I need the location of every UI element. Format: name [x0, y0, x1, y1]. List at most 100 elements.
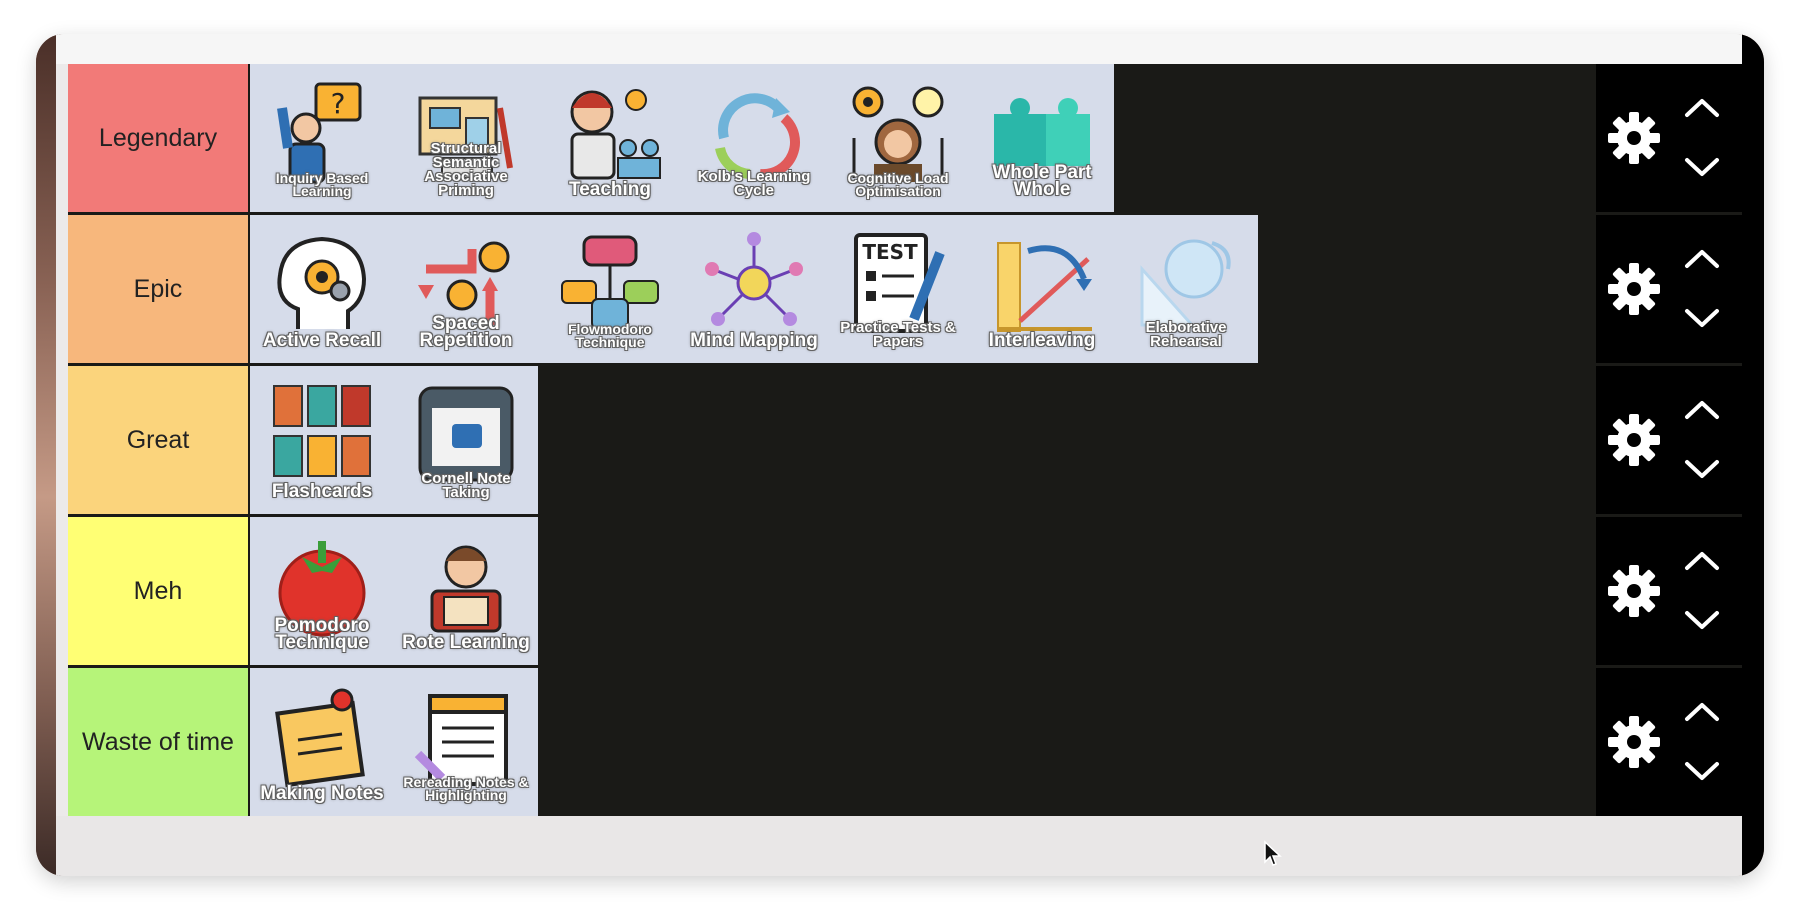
tier-label[interactable]: Meh — [68, 517, 250, 665]
page-header — [56, 34, 1742, 64]
tier-item-caption: Elaborative Rehearsal — [1145, 319, 1227, 350]
tier-item-making-notes[interactable]: Making Notes — [250, 668, 394, 816]
chevron-down-icon[interactable] — [1682, 605, 1722, 635]
tier-item-teaching[interactable]: Teaching — [538, 64, 682, 212]
rehearsal-icon — [1132, 229, 1240, 337]
tomato-icon — [268, 531, 376, 639]
tier-item-cornell-note-taking[interactable]: Cornell Note Taking — [394, 366, 538, 514]
gear-icon[interactable] — [1606, 563, 1662, 619]
chevron-down-icon[interactable] — [1682, 454, 1722, 484]
tier-item-spaced-repetition[interactable]: Spaced Repetition — [394, 215, 538, 363]
tier-item-mind-mapping[interactable]: Mind Mapping — [682, 215, 826, 363]
tier-items: Pomodoro Technique Rote Learning — [250, 517, 538, 665]
tier-item-caption: Teaching — [569, 179, 651, 200]
tier-drop-zone[interactable] — [1258, 215, 1596, 363]
chevron-up-icon[interactable] — [1682, 243, 1722, 273]
gear-icon[interactable] — [1606, 714, 1662, 770]
tier-item-caption: Interleaving — [988, 330, 1096, 351]
flashcards-icon — [268, 380, 376, 488]
gear-icon[interactable] — [1606, 412, 1662, 468]
tier-item-caption: Active Recall — [262, 330, 382, 351]
rote-icon — [412, 531, 520, 639]
inquiry-icon: ? — [268, 78, 376, 186]
flowchart-icon — [556, 229, 664, 337]
video-window: Legendary? Inquiry Based Learning Structur… — [36, 34, 1764, 876]
tier-list-board: Legendary? Inquiry Based Learning Structur… — [68, 64, 1742, 816]
tier-item-whole-part-whole[interactable]: Whole Part Whole — [970, 64, 1114, 212]
tier-label[interactable]: Great — [68, 366, 250, 514]
tier-controls — [1596, 215, 1742, 363]
tier-item-caption: Mind Mapping — [690, 330, 818, 351]
tier-drop-zone[interactable] — [1114, 64, 1596, 212]
tier-item-caption: Pomodoro Technique — [274, 615, 370, 653]
gear-icon[interactable] — [1606, 261, 1662, 317]
tier-item-caption: Rote Learning — [402, 632, 530, 653]
tier-controls — [1596, 64, 1742, 212]
tier-controls — [1596, 668, 1742, 816]
chevron-up-icon[interactable] — [1682, 92, 1722, 122]
tier-controls — [1596, 366, 1742, 514]
tier-item-caption: Structural Semantic Associative Priming — [424, 140, 508, 199]
tier-label[interactable]: Legendary — [68, 64, 250, 212]
page-footer — [56, 816, 1742, 876]
test-paper-icon: TEST — [844, 229, 952, 337]
tier-item-rereading-notes-highlighting[interactable]: Rereading Notes & Highlighting — [394, 668, 538, 816]
tier-drop-zone[interactable] — [538, 668, 1596, 816]
puzzle-icon — [988, 78, 1096, 186]
tier-item-caption: Cornell Note Taking — [421, 470, 511, 501]
repetition-icon — [412, 229, 520, 337]
brain-gear-icon — [268, 229, 376, 337]
tier-list-page: Legendary? Inquiry Based Learning Structur… — [56, 34, 1742, 876]
cycle-icon — [700, 78, 808, 186]
tier-items: Active Recall Spaced Repetition Flowmodoro… — [250, 215, 1258, 363]
tier-drop-zone[interactable] — [538, 517, 1596, 665]
tier-item-caption: Whole Part Whole — [992, 162, 1092, 200]
tier-item-active-recall[interactable]: Active Recall — [250, 215, 394, 363]
chevron-up-icon[interactable] — [1682, 394, 1722, 424]
tier-item-cognitive-load-optimisation[interactable]: Cognitive Load Optimisation — [826, 64, 970, 212]
gear-icon[interactable] — [1606, 110, 1662, 166]
cornell-icon — [412, 380, 520, 488]
tier-item-caption: Spaced Repetition — [419, 313, 513, 351]
interleaving-icon — [988, 229, 1096, 337]
tier-items: ? Inquiry Based Learning Structural Semant… — [250, 64, 1114, 212]
tier-item-flashcards[interactable]: Flashcards — [250, 366, 394, 514]
chevron-up-icon[interactable] — [1682, 696, 1722, 726]
notepad-icon — [412, 682, 520, 790]
tier-item-structural-semantic-associative-priming[interactable]: Structural Semantic Associative Priming — [394, 64, 538, 212]
chevron-down-icon[interactable] — [1682, 303, 1722, 333]
svg-text:?: ? — [331, 87, 346, 120]
tier-label[interactable]: Epic — [68, 215, 250, 363]
tier-item-rote-learning[interactable]: Rote Learning — [394, 517, 538, 665]
tier-label[interactable]: Waste of time — [68, 668, 250, 816]
tier-item-kolb-s-learning-cycle[interactable]: Kolb's Learning Cycle — [682, 64, 826, 212]
tier-item-caption: Making Notes — [260, 783, 384, 804]
chevron-up-icon[interactable] — [1682, 545, 1722, 575]
teaching-icon — [556, 78, 664, 186]
tier-item-caption: Flowmodoro Technique — [568, 321, 652, 350]
tier-item-elaborative-rehearsal[interactable]: Elaborative Rehearsal — [1114, 215, 1258, 363]
tier-item-pomodoro-technique[interactable]: Pomodoro Technique — [250, 517, 394, 665]
tier-item-inquiry-based-learning[interactable]: ? Inquiry Based Learning — [250, 64, 394, 212]
tier-drop-zone[interactable] — [538, 366, 1596, 514]
mind-map-icon — [700, 229, 808, 337]
window-edge — [1742, 34, 1764, 876]
priming-icon — [412, 78, 520, 186]
mouse-cursor-icon — [1264, 840, 1282, 866]
tier-item-caption: Cognitive Load Optimisation — [847, 170, 949, 199]
chevron-down-icon[interactable] — [1682, 152, 1722, 182]
tier-item-caption: Inquiry Based Learning — [275, 170, 369, 199]
tier-item-interleaving[interactable]: Interleaving — [970, 215, 1114, 363]
cognitive-load-icon — [844, 78, 952, 186]
tier-row-legendary: Legendary? Inquiry Based Learning Structur… — [68, 64, 1742, 212]
tier-item-caption: Rereading Notes & Highlighting — [403, 774, 529, 803]
tier-item-flowmodoro-technique[interactable]: Flowmodoro Technique — [538, 215, 682, 363]
tier-item-caption: Kolb's Learning Cycle — [697, 168, 811, 199]
chevron-down-icon[interactable] — [1682, 756, 1722, 786]
